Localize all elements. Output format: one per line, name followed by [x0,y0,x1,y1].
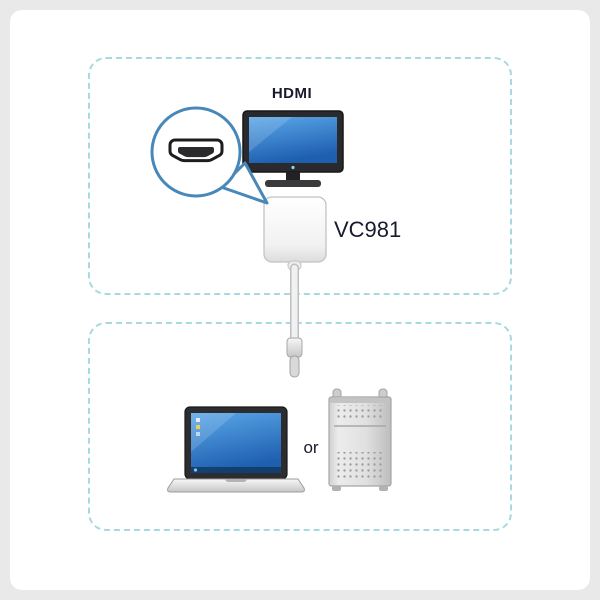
hdmi-plug-icon [150,106,269,205]
diagram-card [10,10,590,590]
or-label: or [303,438,319,457]
usb-cable-connector-icon [286,263,303,378]
hdmi-port-label: HDMI [271,85,313,102]
adapter-model-label: VC981 [334,217,402,242]
desktop-tower-icon [328,388,392,491]
source-section-box [88,322,512,531]
display-section-box [88,57,512,295]
adapter-device-icon [263,196,327,271]
laptop-icon [167,406,305,493]
hdmi-monitor-icon [242,110,344,187]
